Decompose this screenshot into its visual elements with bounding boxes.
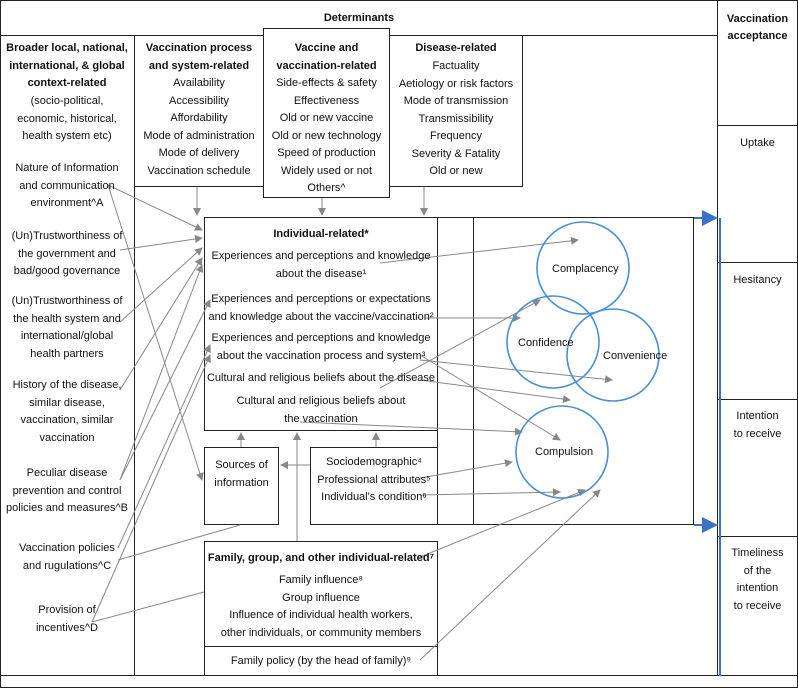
family-policy-box [204,646,438,676]
hesitancy-label: Hesitancy [733,274,782,286]
individual-item-disease: Experiences and perceptions and knowledg… [211,250,431,280]
vaccine-box [263,28,390,198]
broader-subtitle: (socio-political,economic, historical,he… [17,95,117,142]
family-policy: Family policy (by the head of family)⁹ [230,655,412,667]
disease-title: Disease-related [415,42,497,54]
confidence-label: Confidence [518,337,574,349]
acceptance-title-1: Vaccination [726,13,789,25]
individual-item-vaccine: Experiences and perceptions or expectati… [208,293,434,323]
broader-title: Broader local, national,international, &… [6,42,128,89]
convenience-label: Convenience [603,350,668,362]
timeliness-box [717,536,798,676]
family-title: Family, group, and other individual-rela… [207,552,435,564]
family-box [204,541,438,647]
uptake-box [717,125,798,263]
acceptance-title-2: acceptance [727,30,788,42]
circles-box [473,217,694,525]
uptake-label: Uptake [740,137,775,149]
determinants-title: Determinants [323,12,395,24]
gray-arrows [91,184,613,661]
hesitancy-box [717,262,798,400]
broader-column [0,35,135,676]
circle-group [506,221,660,499]
socio-box [310,447,438,525]
individual-item-process: Experiences and perceptions and knowledg… [211,332,431,362]
context-item-history: History of the disease,similar disease,v… [12,379,122,444]
sources-box [204,447,279,525]
disease-box [389,35,523,187]
compulsion-label: Compulsion [535,446,594,458]
individual-item-culture-disease: Cultural and religious beliefs about the… [206,372,436,384]
individual-box [204,217,438,431]
acceptance-bracket [694,210,721,676]
complacency-label: Complacency [552,263,619,275]
individual-title: Individual-related* [273,228,369,240]
